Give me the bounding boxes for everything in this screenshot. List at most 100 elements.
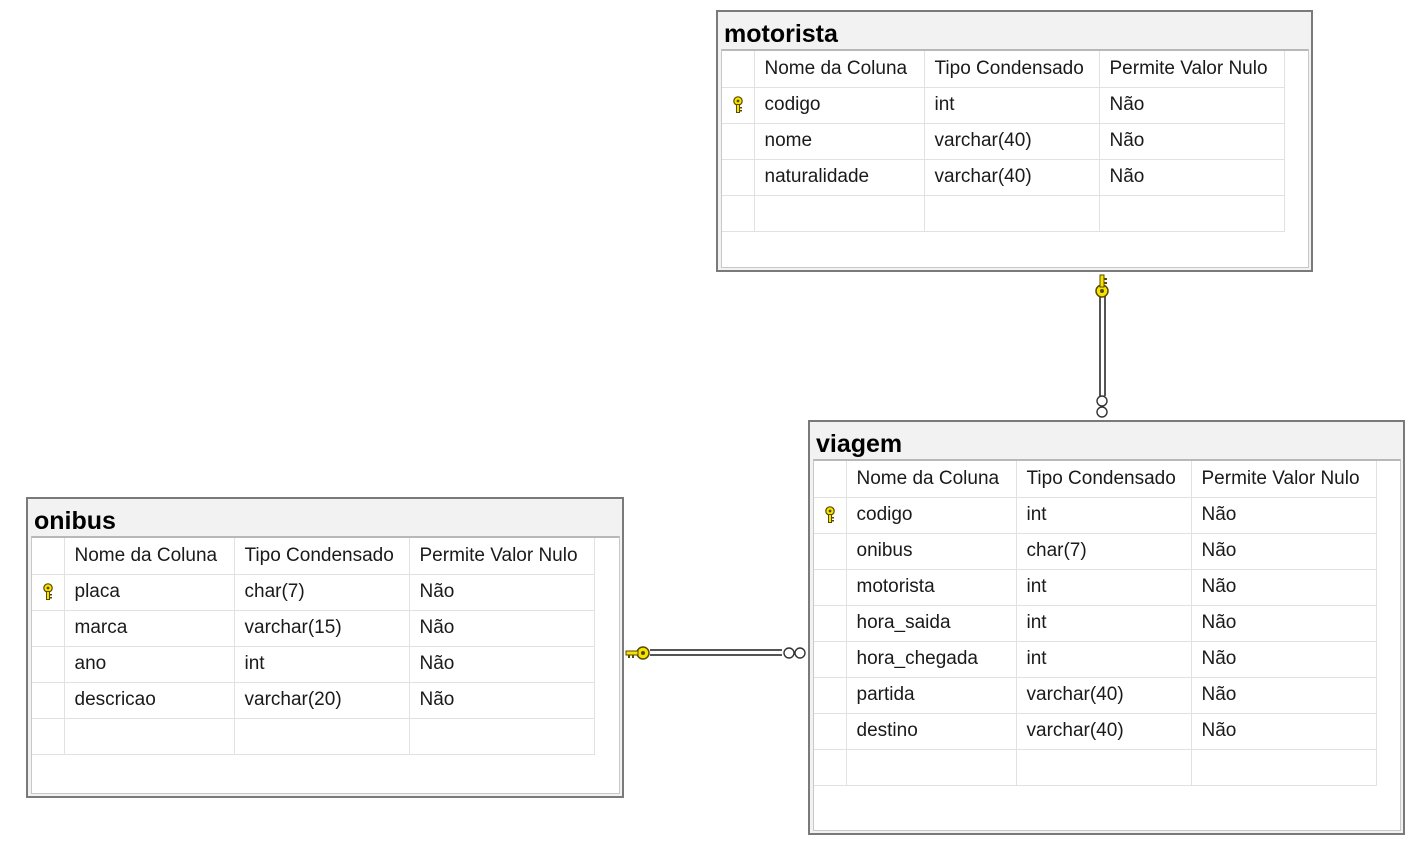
- column-nullable-cell[interactable]: Não: [409, 610, 595, 647]
- relationship-onibus-viagem[interactable]: [625, 646, 806, 660]
- column-name-cell[interactable]: hora_chegada: [846, 641, 1017, 678]
- column-name-cell[interactable]: ano: [64, 646, 235, 683]
- row-selector[interactable]: [814, 569, 847, 606]
- column-type-cell[interactable]: varchar(40): [1016, 713, 1192, 750]
- header-column-name[interactable]: Nome da Coluna: [754, 51, 925, 88]
- new-column-row[interactable]: [814, 749, 1377, 786]
- column-name-cell[interactable]: naturalidade: [754, 159, 925, 196]
- column-name-cell[interactable]: destino: [846, 713, 1017, 750]
- column-nullable-cell[interactable]: Não: [1191, 641, 1377, 678]
- header-column-type[interactable]: Tipo Condensado: [1016, 461, 1192, 498]
- column-name-cell[interactable]: codigo: [754, 87, 925, 124]
- empty-cell[interactable]: [722, 195, 755, 232]
- row-selector[interactable]: [32, 574, 65, 611]
- row-selector[interactable]: [32, 646, 65, 683]
- row-selector[interactable]: [814, 713, 847, 750]
- column-type-cell[interactable]: varchar(40): [924, 123, 1100, 160]
- column-name-cell[interactable]: partida: [846, 677, 1017, 714]
- row-selector[interactable]: [32, 682, 65, 719]
- new-column-row[interactable]: [722, 195, 1285, 232]
- empty-cell[interactable]: [64, 718, 235, 755]
- empty-cell[interactable]: [234, 718, 410, 755]
- column-name-cell[interactable]: descricao: [64, 682, 235, 719]
- column-nullable-cell[interactable]: Não: [1099, 87, 1285, 124]
- column-name-cell[interactable]: marca: [64, 610, 235, 647]
- column-name-cell[interactable]: nome: [754, 123, 925, 160]
- column-type-cell[interactable]: int: [924, 87, 1100, 124]
- row-selector[interactable]: [32, 610, 65, 647]
- column-type-cell[interactable]: int: [1016, 569, 1192, 606]
- column-nullable-cell[interactable]: Não: [1099, 123, 1285, 160]
- column-name-cell[interactable]: hora_saida: [846, 605, 1017, 642]
- new-column-row[interactable]: [32, 718, 595, 755]
- column-name-cell[interactable]: placa: [64, 574, 235, 611]
- row-selector[interactable]: [814, 533, 847, 570]
- column-name-cell[interactable]: motorista: [846, 569, 1017, 606]
- column-nullable-cell[interactable]: Não: [409, 682, 595, 719]
- header-column-nullable[interactable]: Permite Valor Nulo: [1099, 51, 1285, 88]
- empty-cell[interactable]: [814, 749, 847, 786]
- column-name-cell[interactable]: onibus: [846, 533, 1017, 570]
- column-nullable-cell[interactable]: Não: [1191, 605, 1377, 642]
- column-type-cell[interactable]: int: [1016, 641, 1192, 678]
- row-selector[interactable]: [814, 605, 847, 642]
- column-nullable-cell[interactable]: Não: [1191, 497, 1377, 534]
- column-nullable-cell[interactable]: Não: [1191, 713, 1377, 750]
- header-column-type[interactable]: Tipo Condensado: [924, 51, 1100, 88]
- row-selector[interactable]: [722, 87, 755, 124]
- empty-cell[interactable]: [846, 749, 1017, 786]
- empty-cell[interactable]: [1099, 195, 1285, 232]
- header-column-type[interactable]: Tipo Condensado: [234, 538, 410, 575]
- empty-cell[interactable]: [1191, 749, 1377, 786]
- empty-cell[interactable]: [924, 195, 1100, 232]
- empty-cell[interactable]: [754, 195, 925, 232]
- row-selector[interactable]: [814, 641, 847, 678]
- empty-cell[interactable]: [32, 718, 65, 755]
- header-column-nullable[interactable]: Permite Valor Nulo: [1191, 461, 1377, 498]
- row-selector[interactable]: [722, 123, 755, 160]
- column-type-cell[interactable]: int: [1016, 605, 1192, 642]
- column-type-cell[interactable]: varchar(15): [234, 610, 410, 647]
- header-column-nullable[interactable]: Permite Valor Nulo: [409, 538, 595, 575]
- column-nullable-cell[interactable]: Não: [409, 574, 595, 611]
- row-selector[interactable]: [722, 159, 755, 196]
- empty-cell[interactable]: [409, 718, 595, 755]
- column-nullable-cell[interactable]: Não: [409, 646, 595, 683]
- column-type-cell[interactable]: int: [1016, 497, 1192, 534]
- column-name-cell[interactable]: codigo: [846, 497, 1017, 534]
- column-type-cell[interactable]: char(7): [234, 574, 410, 611]
- row-selector[interactable]: [814, 677, 847, 714]
- row-selector[interactable]: [814, 497, 847, 534]
- header-column-name[interactable]: Nome da Coluna: [64, 538, 235, 575]
- relationship-motorista-viagem[interactable]: [1095, 274, 1109, 418]
- column-type-cell[interactable]: varchar(40): [1016, 677, 1192, 714]
- column-type-cell[interactable]: char(7): [1016, 533, 1192, 570]
- column-nullable-cell[interactable]: Não: [1099, 159, 1285, 196]
- empty-cell[interactable]: [1016, 749, 1192, 786]
- column-nullable-cell[interactable]: Não: [1191, 677, 1377, 714]
- column-nullable-cell[interactable]: Não: [1191, 533, 1377, 570]
- column-type-cell[interactable]: varchar(20): [234, 682, 410, 719]
- column-type-cell[interactable]: varchar(40): [924, 159, 1100, 196]
- column-type-cell[interactable]: int: [234, 646, 410, 683]
- column-nullable-cell[interactable]: Não: [1191, 569, 1377, 606]
- header-column-name[interactable]: Nome da Coluna: [846, 461, 1017, 498]
